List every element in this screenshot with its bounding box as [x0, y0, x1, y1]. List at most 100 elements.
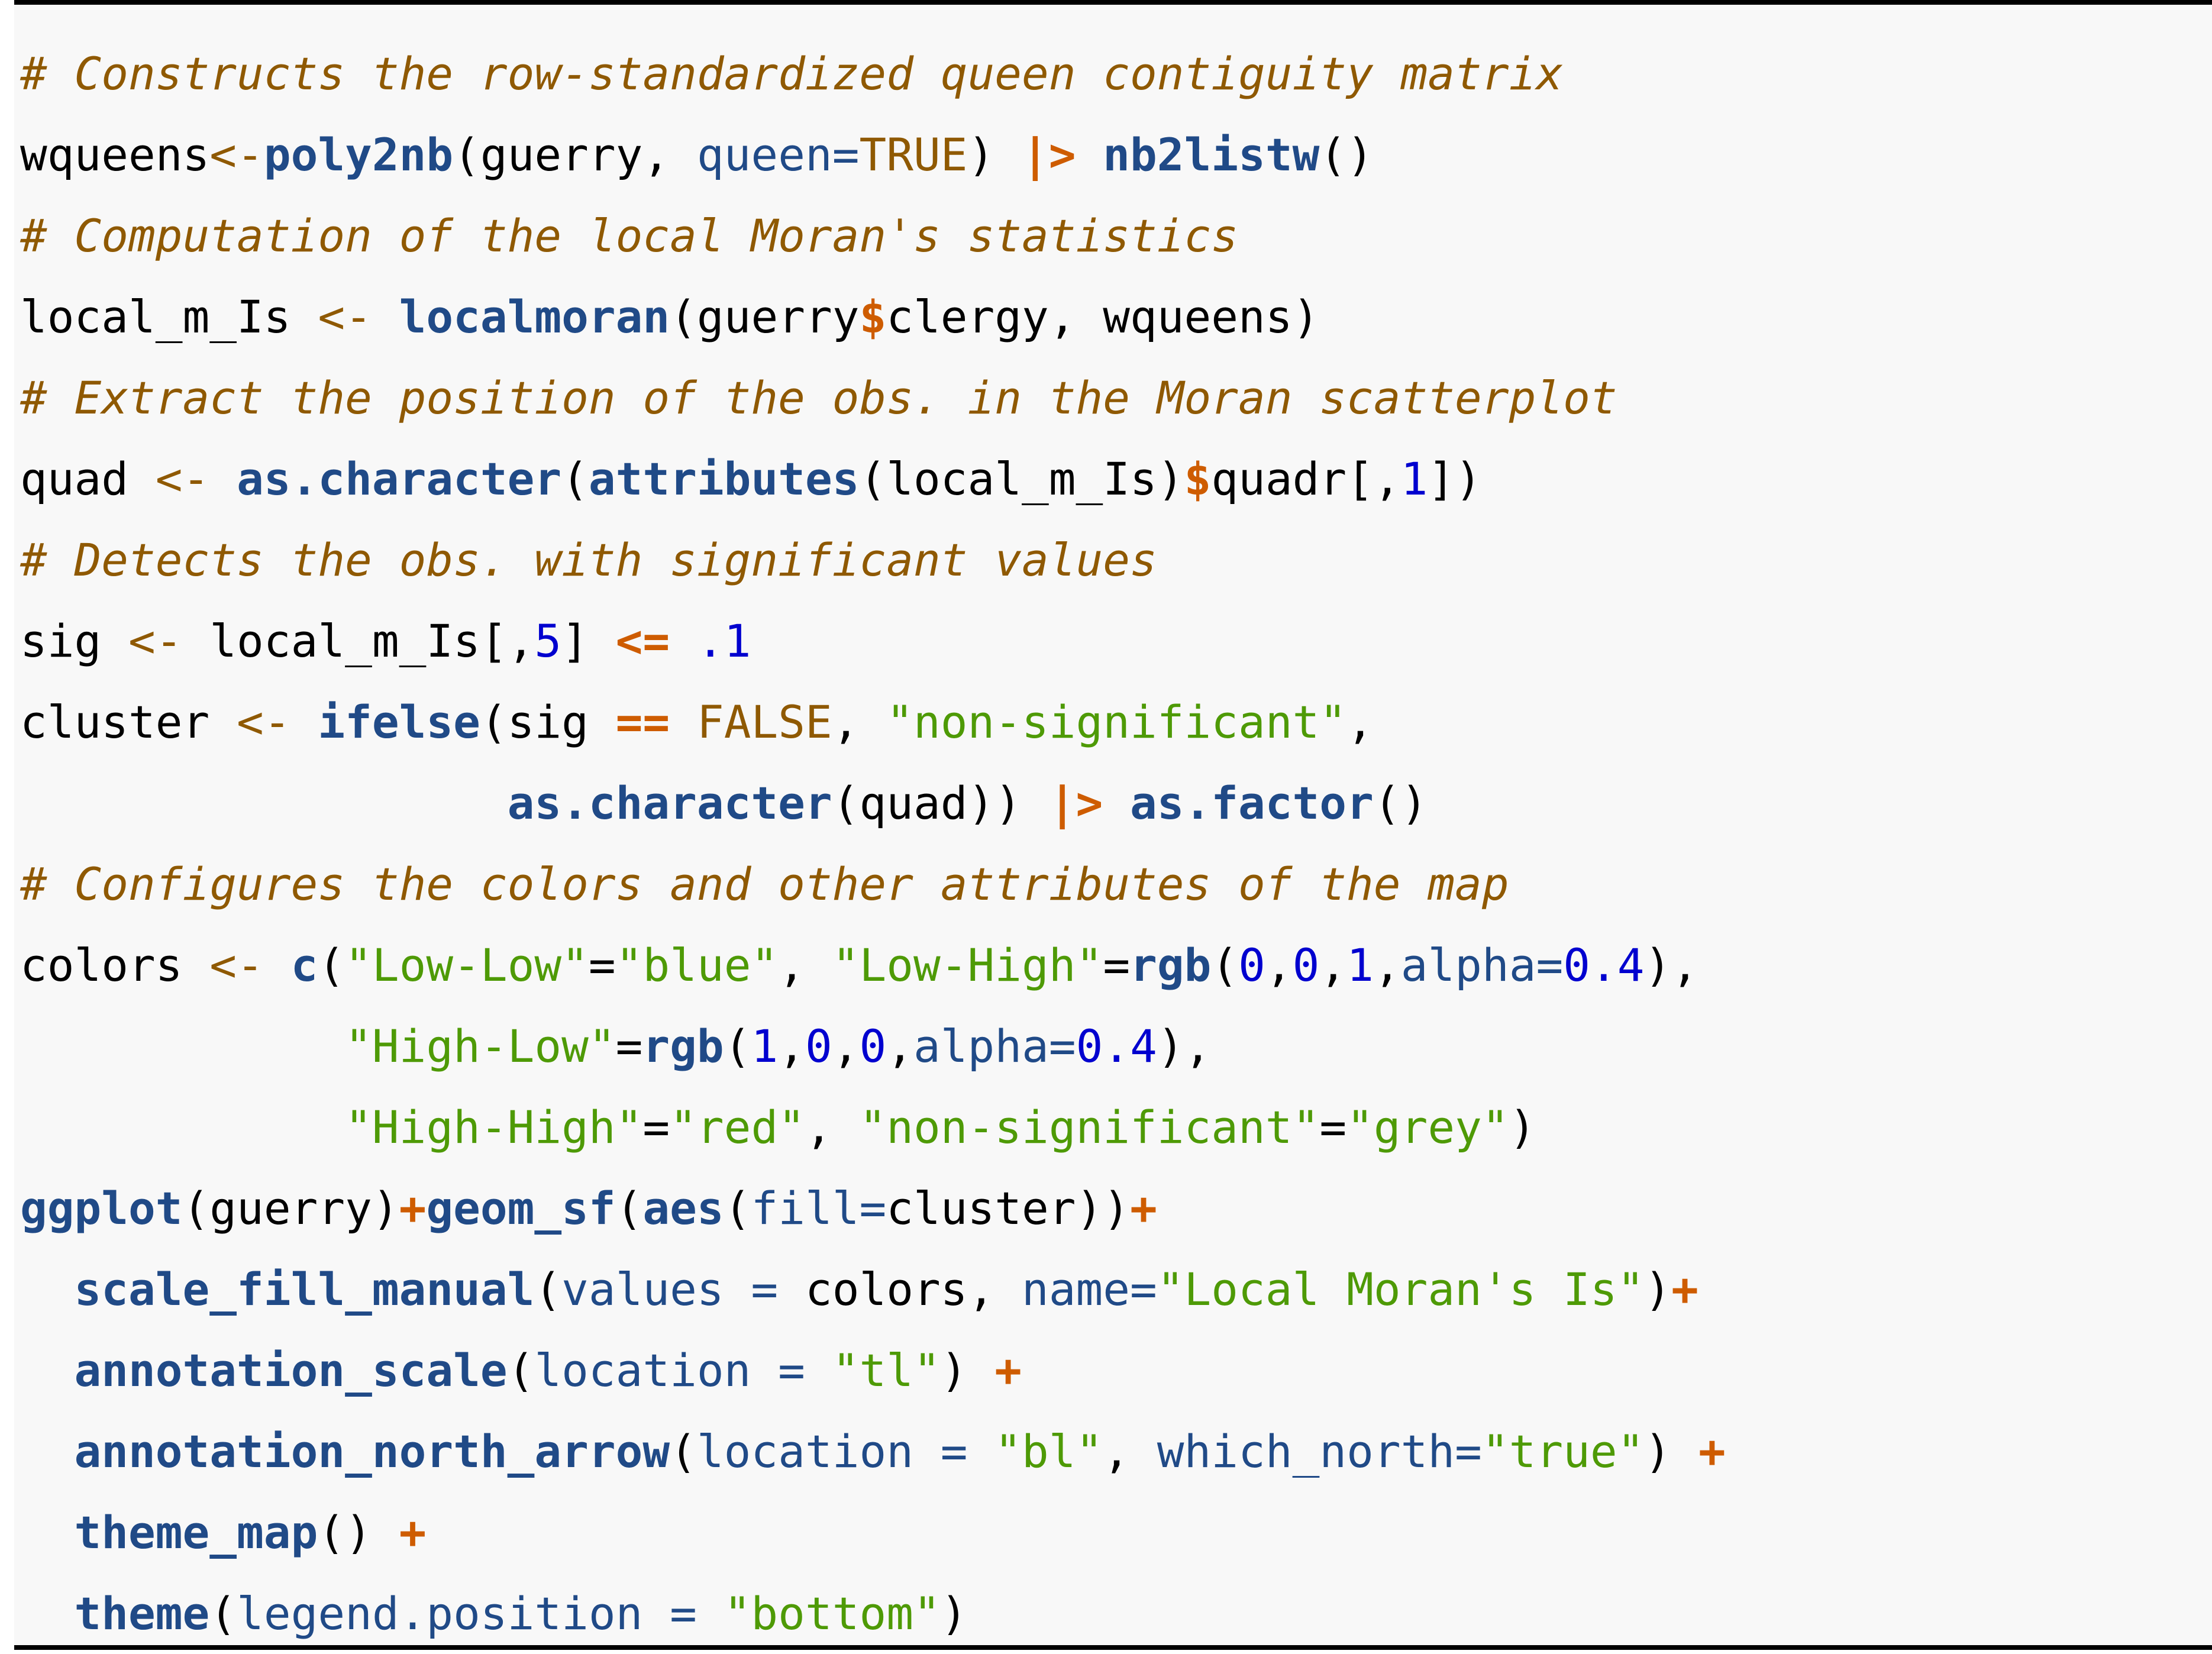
code-token-comment: # Extract the position of the obs. in th… — [20, 371, 1617, 424]
code-token-operator: $ — [859, 290, 887, 343]
code-token-number: 0 — [1238, 939, 1265, 991]
code-token-plain: ( — [209, 1587, 237, 1640]
code-token-plain: , — [832, 696, 887, 748]
code-token-function: rgb — [1130, 939, 1212, 991]
code-token-argument: fill= — [751, 1182, 887, 1235]
code-token-plain: ( — [507, 1344, 535, 1397]
code-line: annotation_scale(location = "tl") + — [20, 1330, 1726, 1411]
code-token-comment: # Constructs the row-standardized queen … — [20, 47, 1564, 100]
code-token-plain: local_m_Is — [20, 290, 318, 343]
code-token-plain: ) — [1644, 1425, 1698, 1478]
code-token-assign: <- — [209, 128, 264, 181]
code-token-function: ifelse — [318, 696, 480, 748]
code-line: # Computation of the local Moran's stati… — [20, 195, 1726, 276]
code-token-argument: values = — [561, 1263, 805, 1316]
code-token-plain: () — [1373, 777, 1428, 829]
code-token-number: 1 — [1346, 939, 1374, 991]
code-token-function: as.character — [237, 453, 562, 505]
code-token-function: annotation_scale — [74, 1344, 508, 1397]
code-token-string: "bl" — [994, 1425, 1103, 1478]
code-token-operator: |> — [1022, 128, 1076, 181]
code-token-plain: , — [1103, 1425, 1157, 1478]
code-token-plain: = — [1103, 939, 1131, 991]
code-token-plain: (sig — [480, 696, 616, 748]
code-token-assign: <- — [155, 453, 210, 505]
code-token-plain: ]) — [1428, 453, 1482, 505]
code-token-function: rgb — [642, 1020, 724, 1072]
code-token-plain: cluster)) — [886, 1182, 1131, 1235]
code-token-string: "grey" — [1346, 1101, 1509, 1154]
code-token-constant: TRUE — [859, 128, 968, 181]
code-token-plain: colors, — [805, 1263, 1022, 1316]
code-token-string: "High-High" — [345, 1101, 643, 1154]
code-token-operator: + — [1130, 1182, 1157, 1235]
code-token-argument: queen= — [696, 128, 860, 181]
code-line: ggplot(guerry)+geom_sf(aes(fill=cluster)… — [20, 1168, 1726, 1249]
code-token-string: "High-Low" — [345, 1020, 616, 1072]
code-token-argument: alpha= — [913, 1020, 1076, 1072]
code-token-number: 0 — [1292, 939, 1320, 991]
code-token-plain: ( — [318, 939, 345, 991]
code-token-plain — [291, 696, 318, 748]
code-token-plain: ) — [1644, 1263, 1672, 1316]
code-token-plain — [20, 1425, 75, 1478]
code-token-assign: <- — [237, 696, 291, 748]
code-token-plain: (guerry, — [453, 128, 697, 181]
code-token-argument: which_north= — [1157, 1425, 1482, 1478]
code-token-plain: sig — [20, 615, 129, 667]
code-line: colors <- c("Low-Low"="blue", "Low-High"… — [20, 925, 1726, 1006]
code-token-plain: ) — [940, 1344, 995, 1397]
code-token-plain: cluster — [20, 696, 237, 748]
code-token-plain — [670, 696, 697, 748]
code-token-function: aes — [642, 1182, 724, 1235]
code-token-string: "true" — [1481, 1425, 1645, 1478]
code-token-assign: <- — [128, 615, 183, 667]
code-block: # Constructs the row-standardized queen … — [14, 0, 2212, 1650]
code-token-string: "red" — [670, 1101, 805, 1154]
code-token-number: 5 — [534, 615, 562, 667]
code-line: # Detects the obs. with significant valu… — [20, 519, 1726, 600]
code-token-plain: ) — [967, 128, 1022, 181]
code-token-number: 1 — [1400, 453, 1428, 505]
code-token-operator: $ — [1184, 453, 1212, 505]
code-token-plain: , — [778, 939, 832, 991]
code-token-function: localmoran — [399, 290, 670, 343]
code-token-plain: ( — [1211, 939, 1239, 991]
code-line: theme(legend.position = "bottom") — [20, 1573, 1726, 1654]
code-token-function: scale_fill_manual — [74, 1263, 535, 1316]
code-token-plain: colors — [20, 939, 210, 991]
code-token-operator: == — [615, 696, 670, 748]
code-token-plain: () — [1319, 128, 1374, 181]
code-token-plain: (quad)) — [832, 777, 1049, 829]
code-token-argument: legend.position = — [237, 1587, 724, 1640]
code-token-number: 0.4 — [1076, 1020, 1157, 1072]
code-token-plain — [20, 1020, 345, 1072]
code-token-string: "blue" — [615, 939, 779, 991]
code-token-operator: + — [994, 1344, 1022, 1397]
code-token-plain: = — [588, 939, 616, 991]
code-token-operator: <= — [615, 615, 670, 667]
code-token-plain: , — [886, 1020, 914, 1072]
code-token-plain — [209, 453, 237, 505]
code-line: # Configures the colors and other attrib… — [20, 844, 1726, 925]
code-line: annotation_north_arrow(location = "bl", … — [20, 1411, 1726, 1492]
code-token-plain — [20, 1344, 75, 1397]
code-token-plain: ( — [724, 1182, 751, 1235]
code-token-plain: = — [1319, 1101, 1347, 1154]
code-token-comment: # Computation of the local Moran's stati… — [20, 209, 1239, 262]
code-token-number: 1 — [751, 1020, 779, 1072]
code-token-plain — [670, 615, 697, 667]
code-token-assign: <- — [318, 290, 372, 343]
code-token-plain — [372, 290, 399, 343]
code-token-plain: (local_m_Is) — [859, 453, 1184, 505]
code-line: # Extract the position of the obs. in th… — [20, 357, 1726, 438]
code-line: local_m_Is <- localmoran(guerry$clergy, … — [20, 276, 1726, 357]
code-token-plain: (guerry — [670, 290, 860, 343]
code-token-plain: ( — [534, 1263, 562, 1316]
code-line: # Constructs the row-standardized queen … — [20, 33, 1726, 114]
code-token-plain: () — [318, 1506, 399, 1559]
code-token-number: .1 — [696, 615, 751, 667]
code-token-plain: , — [832, 1020, 860, 1072]
code-line: quad <- as.character(attributes(local_m_… — [20, 438, 1726, 519]
code-line: cluster <- ifelse(sig == FALSE, "non-sig… — [20, 681, 1726, 763]
